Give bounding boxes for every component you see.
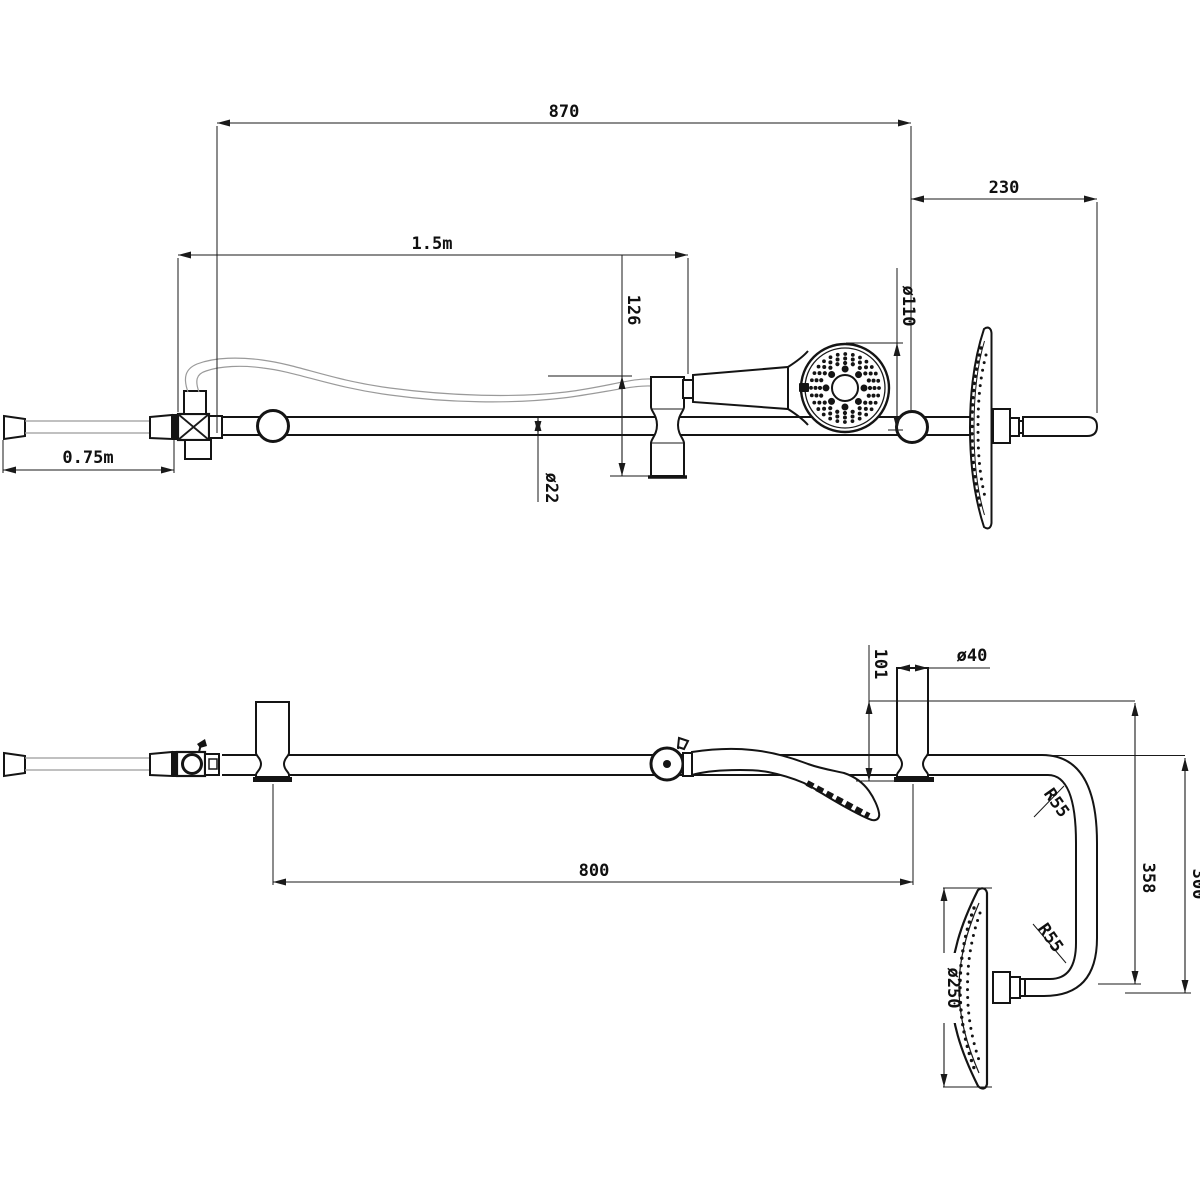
disc-nozzle-dots-2 <box>976 353 988 503</box>
connector-band <box>172 414 177 440</box>
hose-cone-connector <box>149 413 173 441</box>
spray-petal-dots <box>822 365 868 411</box>
overhead-nozzle-dots-2 <box>965 911 982 1065</box>
dim-text-mask <box>936 953 958 1023</box>
wall-bracket-left-side <box>253 701 292 782</box>
leader-r55-upper <box>1033 785 1065 818</box>
flexible-hose <box>184 357 652 403</box>
dim-hose-length: 1.5m <box>412 234 453 254</box>
pivot-lever <box>676 736 690 751</box>
spray-face-strip <box>805 780 871 819</box>
dim-rail-length: 870 <box>549 102 580 122</box>
hand-shower-handle <box>692 365 789 411</box>
hand-shower-hub <box>831 374 859 402</box>
side-view-dimensions: 800 101 ø40 R55 R55 358 300 ø250 <box>272 645 1200 1088</box>
wall-bracket-right-side <box>894 667 934 782</box>
overhead-disc <box>949 887 989 1090</box>
overhead-arm-front <box>992 408 1099 444</box>
hand-shower-front <box>682 342 891 434</box>
valve-knob <box>181 753 203 775</box>
dim-holder-height: 126 <box>623 295 643 326</box>
head-notch <box>799 383 809 392</box>
dim-escutcheon-dia: ø40 <box>957 646 988 666</box>
valve-lever <box>197 739 207 748</box>
spray-dot-ring-2 <box>813 356 877 420</box>
overhead-shower-edge-front <box>968 326 993 530</box>
dim-head-dia: ø250 <box>943 968 963 1009</box>
dim-head-offset: 230 <box>989 178 1020 198</box>
spray-dot-ring-1 <box>817 360 873 416</box>
overhead-shower-side <box>949 887 1026 1090</box>
hose-end-nozzle <box>3 414 26 441</box>
diverter-valve <box>176 390 223 460</box>
spray-dot-ring-3 <box>809 352 881 424</box>
dim-bend-radius-lower: R55 <box>1033 920 1067 957</box>
hand-shower-profile <box>691 747 881 822</box>
diverter-valve-side <box>175 739 220 778</box>
wall-bracket-escutcheon-right <box>895 410 929 444</box>
dim-arm-projection: 300 <box>1188 869 1200 900</box>
dim-rail-dia: ø22 <box>541 473 561 504</box>
dim-riser-offset: 101 <box>870 649 890 680</box>
hand-shower-holder <box>648 376 687 479</box>
front-view: 870 230 1.5m 126 ø110 ø22 0.75m <box>2 102 1099 530</box>
thin-hose <box>25 420 150 434</box>
dim-drop-to-arm: 358 <box>1138 863 1158 894</box>
hand-shower-nut <box>682 379 694 399</box>
rail-and-riser <box>222 754 1098 997</box>
dim-hose-tail: 0.75m <box>62 448 113 468</box>
leader-r55-lower <box>1032 923 1067 964</box>
dim-bracket-span: 800 <box>579 861 610 881</box>
thin-hose-side <box>25 757 150 771</box>
connector-band-side <box>172 751 177 777</box>
overhead-nozzle-dots-1 <box>958 906 976 1070</box>
hose-end-nozzle-side <box>3 751 26 778</box>
dim-hand-shower-dia: ø110 <box>898 286 918 327</box>
wall-bracket-escutcheon-left <box>256 409 290 443</box>
hose-cone-connector-side <box>149 750 173 778</box>
front-view-dimensions: 870 230 1.5m 126 ø110 ø22 0.75m <box>2 102 1098 504</box>
disc-nozzle-dots-1 <box>970 346 983 510</box>
side-view: 800 101 ø40 R55 R55 358 300 ø250 <box>3 645 1200 1090</box>
hand-shower-side <box>649 736 881 822</box>
